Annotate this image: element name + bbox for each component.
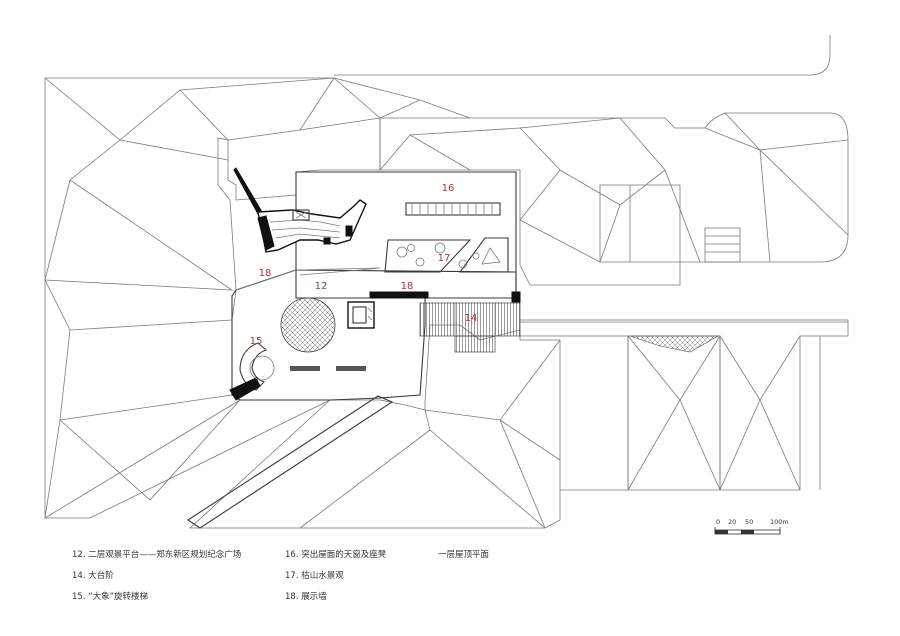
exhibition-wall-lower <box>235 267 381 291</box>
right-building-blocks <box>599 184 741 263</box>
legend-item-14: 14. 大台阶 <box>72 571 114 581</box>
road-edge-curve <box>334 35 831 76</box>
drawing-title: 一层屋顶平面 <box>438 550 490 560</box>
legend-item-15: 15. “大象”旋转楼梯 <box>72 592 149 602</box>
label-18-upper: 18 <box>259 268 272 279</box>
hatched-roof-patch <box>629 335 720 353</box>
dry-landscape-garden <box>384 237 509 273</box>
upper-platform-outline <box>231 171 517 401</box>
scale-tick-0: 0 <box>716 518 721 526</box>
scale-bar <box>714 527 781 535</box>
plan-labels: 16 17 18 12 18 15 14 <box>250 183 478 347</box>
diagonal-ramp <box>187 395 394 529</box>
bench-2 <box>336 366 366 371</box>
label-16: 16 <box>442 183 455 194</box>
scale-tick-50: 50 <box>745 518 754 526</box>
label-17: 17 <box>438 253 451 264</box>
stair-core <box>347 291 521 329</box>
legend-item-17: 17. 枯山水景观 <box>285 571 344 581</box>
spiral-staircase <box>229 342 275 401</box>
legend-item-18: 18. 展示墙 <box>285 592 327 602</box>
hatched-circle-pavement <box>280 297 336 353</box>
label-18-right: 18 <box>401 281 414 292</box>
legend-item-16: 16. 突出屋面的天窗及座凳 <box>285 550 387 560</box>
roof-fold-lines <box>44 77 849 529</box>
label-15: 15 <box>250 336 263 347</box>
label-12: 12 <box>315 281 328 292</box>
label-14: 14 <box>465 313 478 324</box>
legend-item-12: 12. 二层观景平台——郑东新区规划纪念广场 <box>72 550 242 560</box>
grand-stairs <box>419 302 521 353</box>
bench-1 <box>290 366 320 371</box>
skylight-bench <box>405 202 501 216</box>
exhibition-wall-upper <box>233 167 367 253</box>
scale-tick-100m: 100m <box>770 518 789 526</box>
scale-tick-20: 20 <box>728 518 737 526</box>
site-road-lines <box>520 321 848 490</box>
